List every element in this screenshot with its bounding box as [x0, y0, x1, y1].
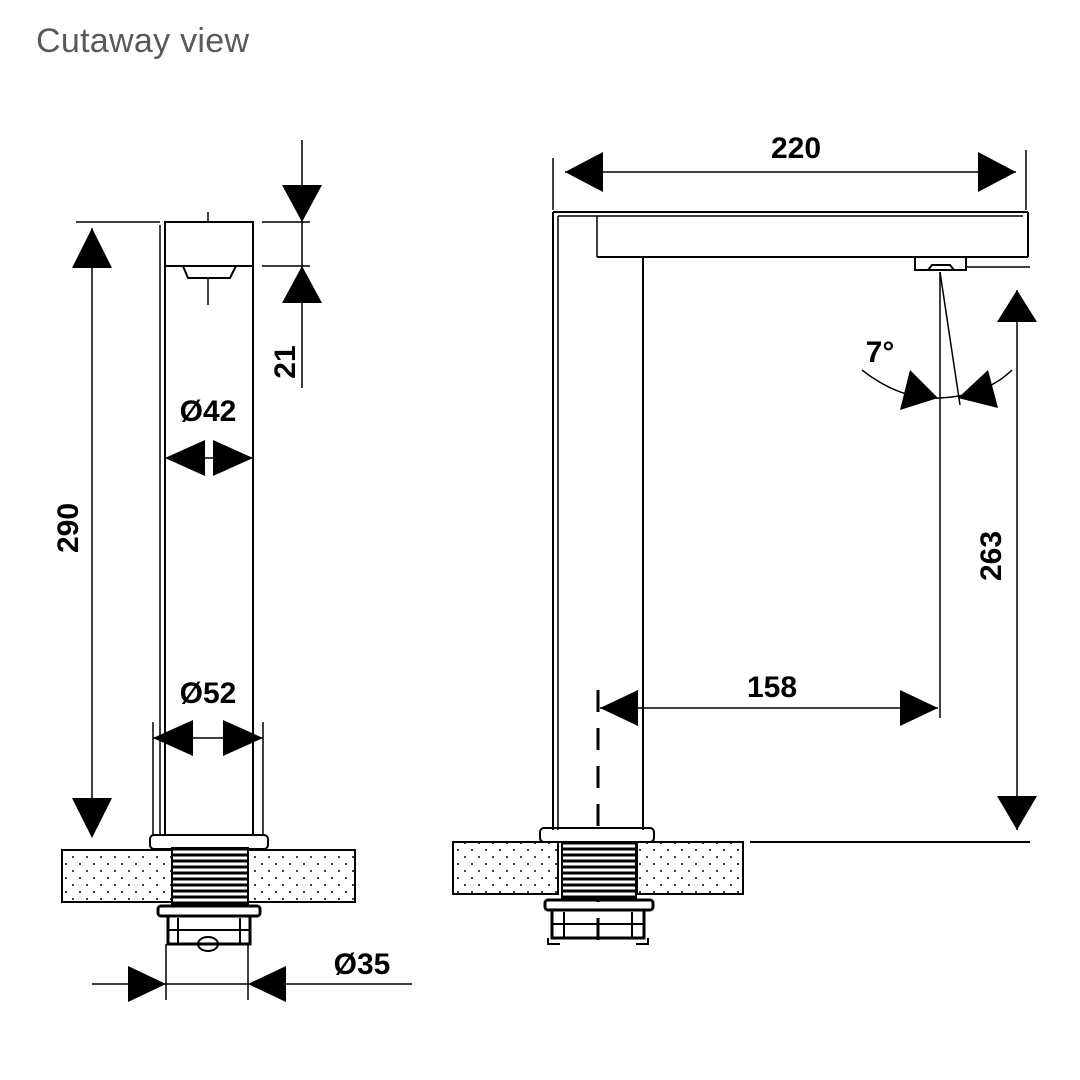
side-base-ring [539, 827, 655, 843]
side-view: 220 158 263 7° [452, 132, 1037, 955]
front-countertop-right [247, 849, 356, 903]
front-shank [171, 847, 249, 907]
dim-diameter-body: Ø52 [180, 677, 237, 710]
dim-diameter-spout: Ø42 [180, 395, 237, 428]
dim-diameter-shank: Ø35 [334, 948, 391, 981]
dim-spout-offset: 158 [747, 671, 797, 704]
side-aerator [914, 258, 967, 271]
front-base-ring [149, 834, 269, 850]
front-view: 290 21 Ø42 Ø52 Ø35 [52, 140, 412, 1002]
dim-height-total: 290 [52, 503, 85, 553]
dim-outlet-height: 263 [975, 531, 1008, 581]
front-aerator-outlet [182, 265, 237, 279]
front-countertop-left [61, 849, 173, 903]
dim-spray-angle: 7° [866, 336, 895, 369]
side-countertop-right [636, 841, 744, 895]
front-aerator-cap [164, 221, 254, 267]
side-shank [561, 841, 637, 901]
side-countertop-left [452, 841, 559, 895]
dim-aerator-height: 21 [269, 345, 302, 378]
dim-reach: 220 [771, 132, 821, 165]
page-title: Cutaway view [36, 22, 250, 60]
